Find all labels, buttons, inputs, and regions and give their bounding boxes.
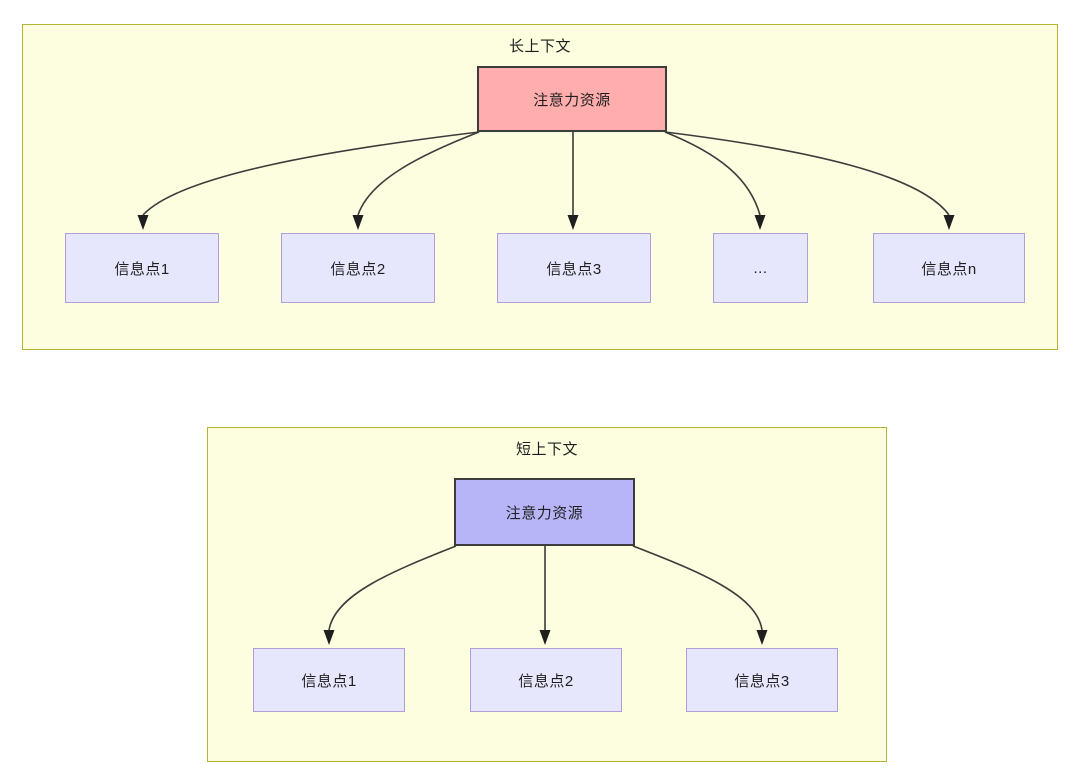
node-info-point-short-3[interactable]: 信息点3 — [686, 648, 838, 712]
node-info-point-long-2[interactable]: 信息点2 — [281, 233, 435, 303]
node-info-point-long-1[interactable]: 信息点1 — [65, 233, 219, 303]
node-info-point-long-3[interactable]: 信息点3 — [497, 233, 651, 303]
node-info-point-long-n[interactable]: 信息点n — [873, 233, 1025, 303]
node-attention-resource-short[interactable]: 注意力资源 — [454, 478, 635, 546]
node-attention-resource-long[interactable]: 注意力资源 — [477, 66, 667, 132]
node-info-point-short-1[interactable]: 信息点1 — [253, 648, 405, 712]
panel-short-context-title: 短上下文 — [515, 441, 578, 458]
node-info-point-short-2[interactable]: 信息点2 — [470, 648, 622, 712]
panel-long-context-title: 长上下文 — [508, 38, 571, 55]
node-info-point-long-ellipsis[interactable]: ... — [713, 233, 808, 303]
